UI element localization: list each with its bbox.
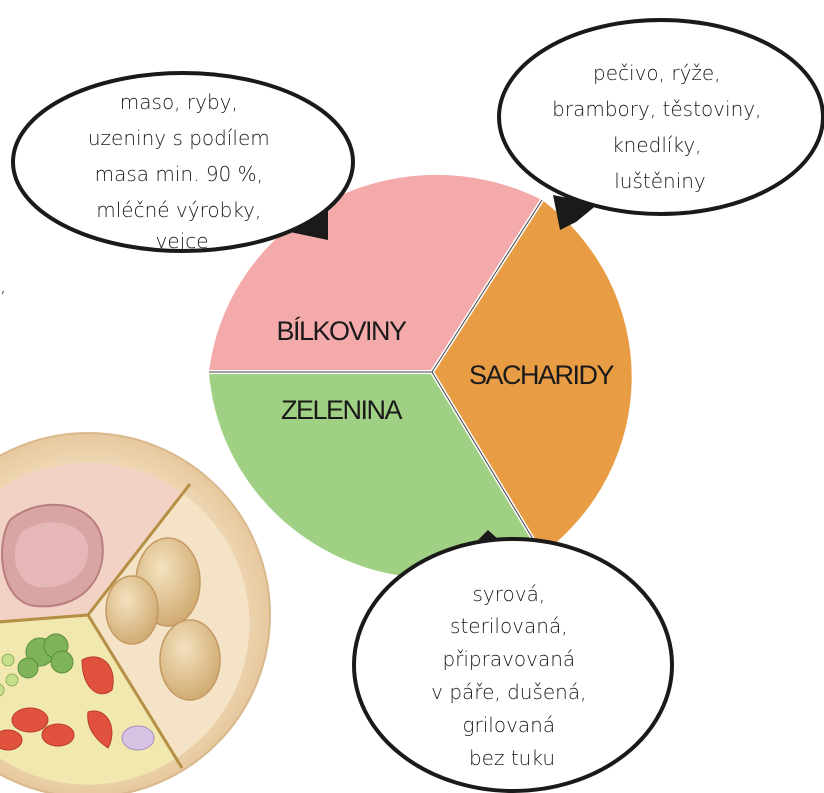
callout-line: maso, ryby, (120, 90, 238, 114)
callout-line: bez tuku (469, 746, 555, 770)
segment-label-sacharidy: SACHARIDY (469, 360, 615, 390)
edge-text-fragment: , (0, 273, 6, 297)
callout-line: masa min. 90 %, (95, 162, 263, 186)
callout-line: sterilovaná, (450, 614, 568, 638)
segment-label-zelenina: ZELENINA (281, 395, 403, 425)
callout-line: uzeniny s podílem (88, 126, 270, 150)
plate-illustration (0, 433, 270, 793)
callout-bilkoviny: maso, ryby, uzeniny s podílem masa min. … (13, 73, 353, 253)
callout-line: vejce (156, 229, 209, 253)
callout-line: připravovaná (442, 647, 575, 671)
callout-line: syrová, (472, 582, 545, 606)
callout-line: mléčné výrobky, (96, 198, 261, 222)
callout-line: brambory, těstoviny, (552, 97, 761, 121)
segment-label-bilkoviny: BÍLKOVINY (276, 316, 407, 346)
callout-line: v páře, dušená, (431, 680, 586, 704)
callout-line: knedlíky, (612, 133, 701, 157)
callout-line: pečivo, rýže, (593, 61, 721, 85)
callout-line: luštěniny (614, 169, 706, 193)
callout-sacharidy: pečivo, rýže, brambory, těstoviny, knedl… (499, 20, 823, 230)
callout-line: grilovaná (463, 713, 556, 737)
